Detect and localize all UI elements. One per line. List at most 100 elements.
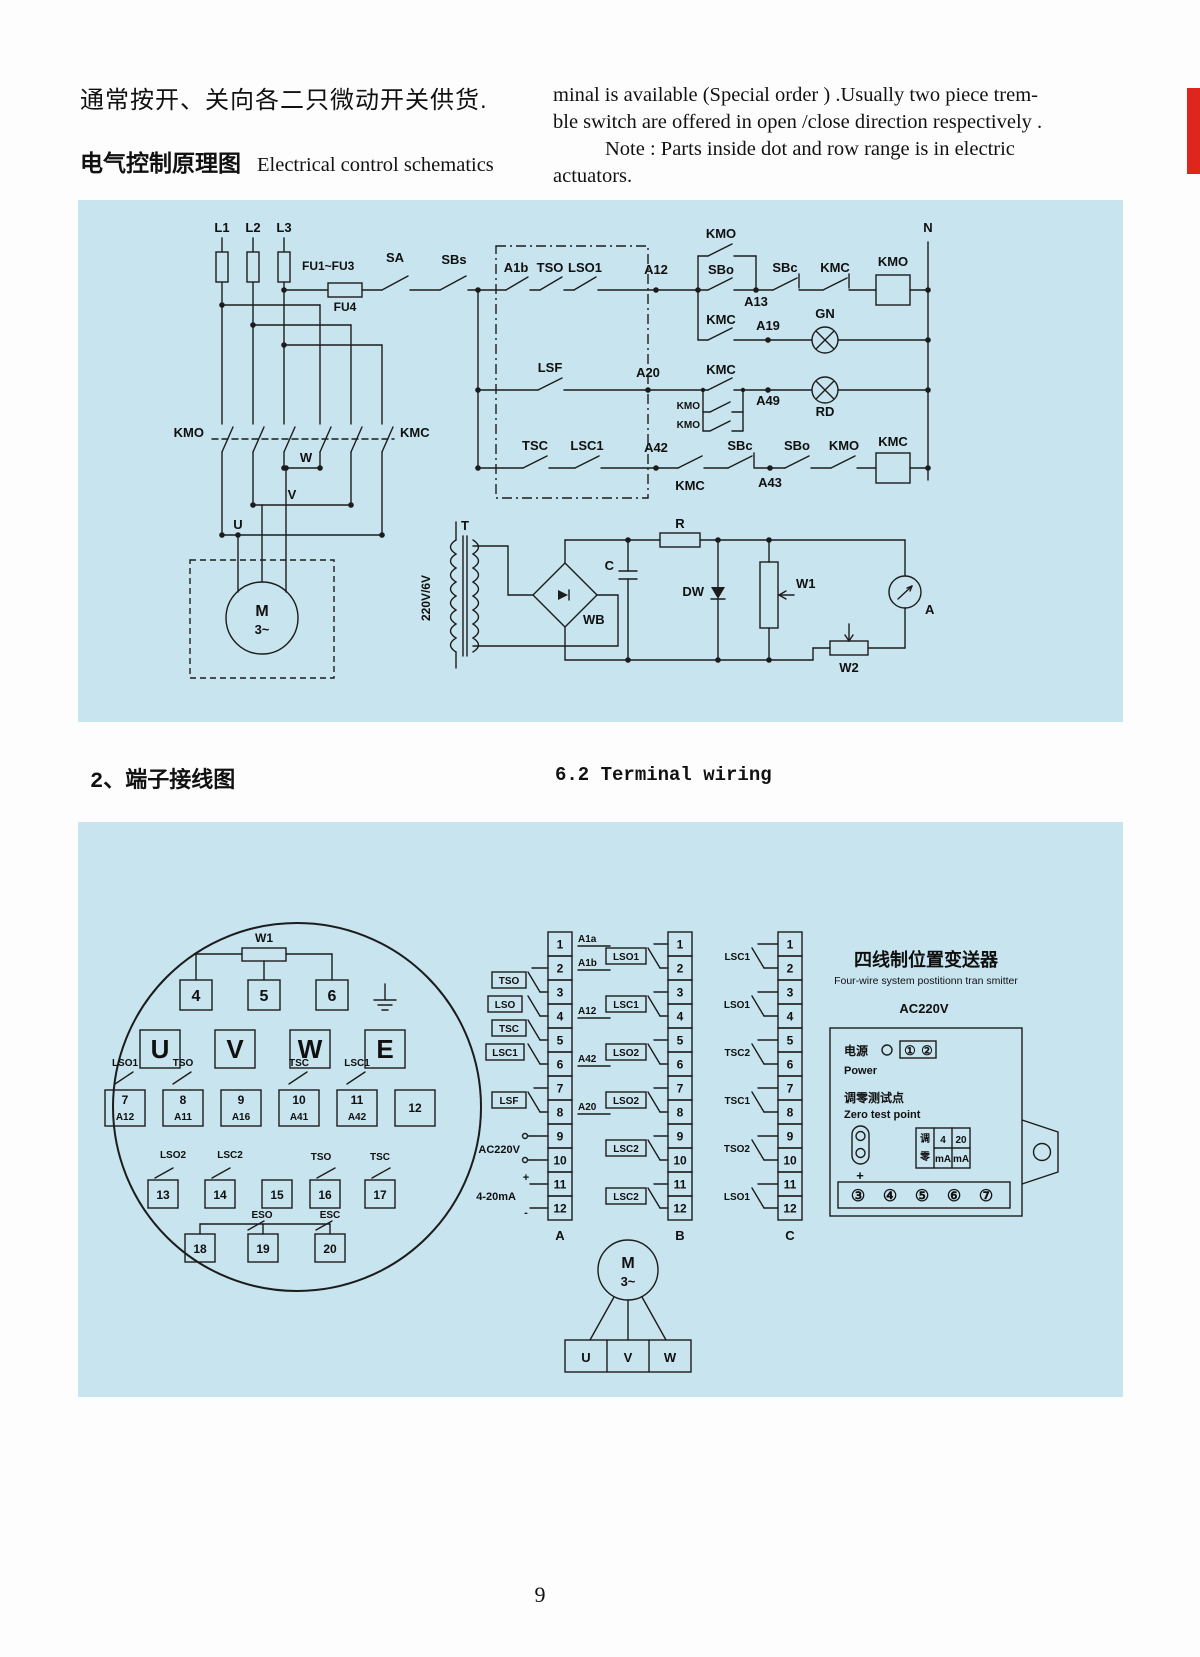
- terminal-10-code: A41: [290, 1112, 309, 1123]
- transmitter-title-cn: 四线制位置变送器: [854, 949, 999, 970]
- terminal-cell-number: 12: [553, 1202, 567, 1216]
- terminal-4-label: 4: [192, 988, 201, 1005]
- strip-c-s4-label: TSC1: [724, 1096, 750, 1107]
- terminal-cell-number: 3: [677, 986, 684, 1000]
- terminal-cell-number: 4: [787, 1010, 794, 1024]
- ammeter-label: A: [925, 602, 935, 617]
- switch-tsc-b-label: TSC: [370, 1152, 390, 1163]
- terminal-v-label: V: [226, 1034, 244, 1064]
- switch-lsc1-label: LSC1: [344, 1058, 370, 1069]
- terminal-cell-number: 3: [787, 986, 794, 1000]
- wiring-motor-m: M: [621, 1255, 634, 1272]
- transmitter-zero-cn: 调零测试点: [844, 1090, 904, 1105]
- terminal-6-label: 6: [328, 988, 337, 1005]
- terminal-u: [139, 1029, 181, 1069]
- intro-en-line2: ble switch are offered in open /close di…: [553, 111, 1043, 133]
- terminal-10: [278, 1089, 320, 1127]
- phase-l3-label: L3: [276, 220, 291, 235]
- terminal-u-label: U: [151, 1034, 170, 1064]
- section1-heading: 电气控制原理图 Electrical control schematics: [80, 144, 494, 178]
- circled-6: ⑥: [947, 1188, 961, 1205]
- switch-eso-label: ESO: [251, 1210, 272, 1221]
- node-a13-label: A13: [744, 294, 768, 309]
- motor-symbol: M 3~: [189, 465, 335, 679]
- actuator-circle: [112, 922, 482, 1292]
- terminal-cell-number: 9: [677, 1130, 684, 1144]
- terminal-7: [104, 1089, 146, 1127]
- terminal-cell-number: 11: [554, 1178, 567, 1192]
- potentiometer-w1: [759, 561, 779, 629]
- terminal-8: [162, 1089, 204, 1127]
- strip-c-s6-label: LSO1: [724, 1192, 751, 1203]
- position-transmitter: 四线制位置变送器 Four-wire system postitionn tra…: [829, 949, 1059, 1217]
- contact-a1b-label: A1b: [504, 260, 529, 275]
- contactor-kmc-main: KMC: [219, 302, 430, 536]
- node-a12-label: A12: [644, 262, 668, 277]
- terminal-9-code: A16: [232, 1112, 251, 1123]
- potentiometer-w2: [829, 640, 869, 656]
- terminal-19: [247, 1233, 279, 1263]
- range-4: 4: [940, 1135, 946, 1146]
- kmo-main-label: KMO: [174, 425, 204, 440]
- terminal-13-num: 13: [156, 1188, 170, 1202]
- terminal-13: [147, 1179, 179, 1209]
- strip-b-s1-label: LSO1: [613, 952, 640, 963]
- terminal-cell-number: 12: [783, 1202, 797, 1216]
- feedback-pot-w1: W1 4 5 6: [179, 931, 349, 1011]
- fuse-fu1: [215, 251, 229, 283]
- wire-a20: A20: [578, 1102, 597, 1113]
- dc-circuit: R C DW W1 W2: [564, 516, 935, 675]
- terminal-cell-number: 7: [557, 1082, 564, 1096]
- strip-b-s5-label: LSC2: [613, 1144, 639, 1155]
- switch-tso-b-label: TSO: [311, 1152, 332, 1163]
- fuse-fu3: [277, 251, 291, 283]
- wiring-panel: W1 4 5 6 U V W E: [78, 822, 1123, 1397]
- button-sbs-label: SBs: [441, 252, 466, 267]
- transmitter-power-cn: 电源: [844, 1043, 868, 1058]
- terminal-11-code: A42: [348, 1112, 367, 1123]
- motor-m-label: M: [255, 603, 268, 620]
- control-row-open: FU4 SA SBs A1b TSO LSO1 A12: [281, 226, 929, 314]
- terminal-cell-number: 7: [787, 1082, 794, 1096]
- terminal-cell-number: 4: [557, 1010, 564, 1024]
- terminal-w-label: W: [298, 1034, 323, 1064]
- strip-b-s3-label: LSO2: [613, 1048, 640, 1059]
- node-a42-label: A42: [644, 440, 668, 455]
- terminal-row-18-20: ESO ESC 18 19 20: [184, 1210, 346, 1263]
- terminal-18-num: 18: [193, 1242, 207, 1256]
- terminal-cell-number: 11: [674, 1178, 687, 1192]
- red-edge-mark: [1187, 88, 1200, 174]
- terminal-cell-number: 9: [557, 1130, 564, 1144]
- contact-lso1-label: LSO1: [568, 260, 602, 275]
- button-sbc-label: SBc: [772, 260, 797, 275]
- terminal-8-num: 8: [180, 1093, 187, 1107]
- terminal-7-code: A12: [116, 1112, 135, 1123]
- test-point-plus: +: [856, 1168, 864, 1183]
- page-number: 9: [534, 1582, 546, 1607]
- strip-b-s6-label: LSC2: [613, 1192, 639, 1203]
- section1-title-en: Electrical control schematics: [257, 154, 494, 176]
- strip-c-label: C: [785, 1228, 795, 1243]
- terminal-12-num: 12: [408, 1101, 422, 1115]
- terminal-cell-number: 4: [677, 1010, 684, 1024]
- phase-l2-label: L2: [245, 220, 260, 235]
- terminal-11-num: 11: [351, 1093, 364, 1107]
- transmitter-title-en: Four-wire system postitionn tran smitter: [834, 975, 1018, 987]
- switch-lsc2-label: LSC2: [217, 1150, 243, 1161]
- terminal-9: [220, 1089, 262, 1127]
- contact-tso-label: TSO: [537, 260, 564, 275]
- strip-b-s4-label: LSO2: [613, 1096, 640, 1107]
- circled-1: ①: [904, 1043, 916, 1058]
- terminal-cell-number: 8: [677, 1106, 684, 1120]
- strip-a-lso-label: LSO: [495, 1000, 516, 1011]
- mounting-ear: [1021, 1119, 1059, 1185]
- switch-tso-label: TSO: [173, 1058, 194, 1069]
- phase-lines: L1 L2 L3 FU1~FU3: [214, 220, 355, 425]
- phase-v-label: V: [288, 487, 297, 502]
- button-sbo2-label: SBo: [784, 438, 810, 453]
- test-point-posts: [851, 1125, 870, 1165]
- output-terminal-row: [837, 1181, 1011, 1209]
- terminal-20: [314, 1233, 346, 1263]
- contact-kmo-close-label: KMO: [829, 438, 859, 453]
- terminal-cell-number: 12: [673, 1202, 687, 1216]
